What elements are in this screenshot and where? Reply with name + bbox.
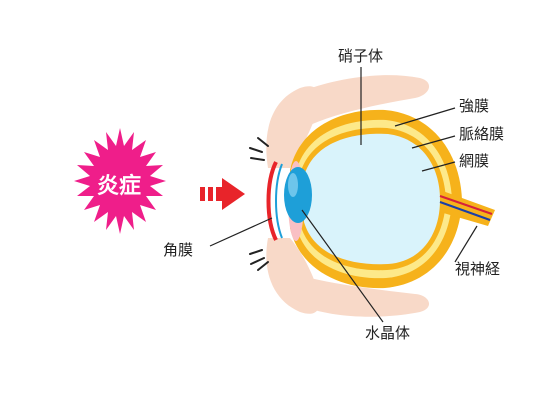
choroid-label: 脈絡膜	[459, 125, 505, 143]
eyelashes	[249, 137, 269, 271]
sclera-label: 強膜	[459, 97, 490, 115]
inflammation-arrow	[200, 178, 245, 210]
leader-lines	[209, 67, 478, 323]
retina-label: 網膜	[459, 152, 490, 170]
vitreous-body	[304, 133, 440, 265]
inflammation-label: 炎症	[96, 174, 141, 199]
lens-highlight	[288, 173, 298, 197]
cornea-inner	[275, 163, 283, 239]
lens	[284, 167, 312, 223]
cornea-label: 角膜	[163, 241, 194, 259]
optic-nerve	[439, 190, 495, 226]
inflammation-burst	[74, 128, 166, 234]
vitreous-label: 硝子体	[338, 47, 384, 65]
cornea	[266, 161, 278, 241]
upper-eyelid-skin	[300, 75, 430, 125]
optic-nerve-label: 視神経	[455, 260, 501, 278]
lens-label: 水晶体	[365, 324, 411, 342]
